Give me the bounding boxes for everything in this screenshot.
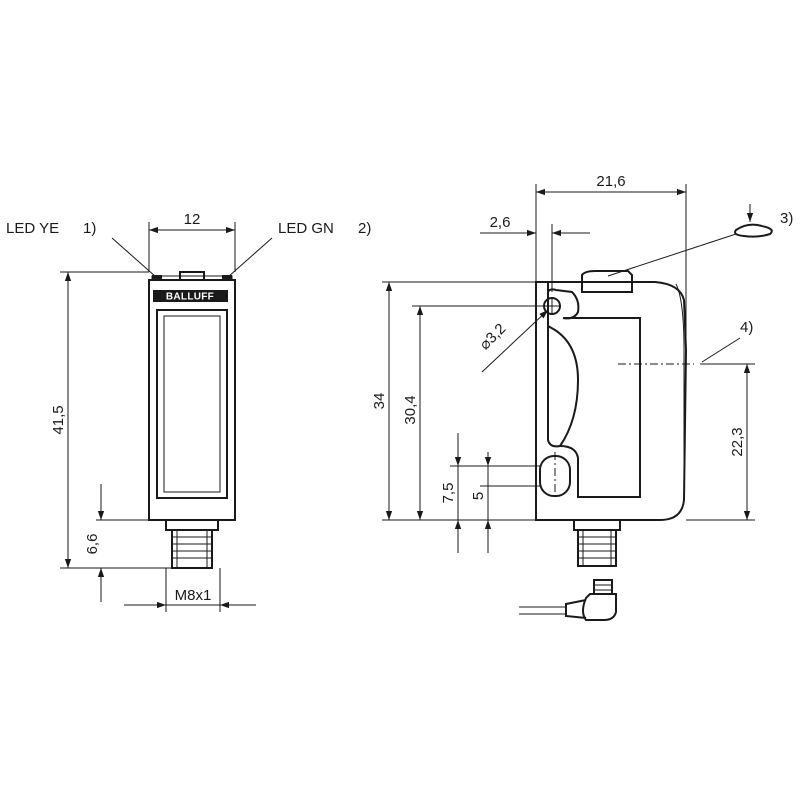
side-led-button bbox=[581, 270, 633, 293]
dim-side-height-label: 34 bbox=[371, 393, 388, 410]
dim-slot-height-label: 7,5 bbox=[440, 483, 457, 504]
dim-axis-height-label: 22,3 bbox=[729, 427, 746, 456]
side-housing-rim bbox=[675, 283, 685, 500]
brand-logo: BALLUFF bbox=[166, 292, 214, 303]
angled-cable-connector bbox=[519, 579, 617, 621]
dim-front-width-label: 12 bbox=[184, 211, 201, 228]
side-pocket-edge bbox=[547, 282, 580, 448]
thread-label: M8x1 bbox=[175, 587, 212, 604]
note-4-label: 4) bbox=[740, 319, 753, 336]
led-ye-marker bbox=[152, 275, 162, 279]
side-housing bbox=[535, 281, 688, 521]
led-ye-leader bbox=[111, 237, 157, 278]
note-3-leader bbox=[607, 233, 737, 277]
note-3-button-symbol bbox=[734, 223, 773, 238]
front-connector-neck bbox=[165, 519, 219, 531]
front-window-outer bbox=[156, 309, 228, 499]
front-led-button bbox=[179, 271, 205, 281]
side-connector-thread bbox=[577, 529, 617, 567]
led-ye-note: 1) bbox=[83, 220, 96, 237]
led-gn-note: 2) bbox=[358, 220, 371, 237]
front-view: BALLUFF 12 LED YE 1) LED GN 2) bbox=[6, 211, 371, 612]
side-view: 21,6 2,6 ⌀3,2 34 30,4 7,5 5 22 bbox=[371, 173, 793, 621]
led-gn-marker bbox=[222, 275, 232, 279]
side-hole-boss bbox=[547, 288, 580, 326]
dim-side-width-label: 21,6 bbox=[596, 173, 625, 190]
dim-hole-height-label: 30,4 bbox=[402, 395, 419, 424]
led-gn-leader bbox=[227, 237, 273, 278]
dim-hole-offset-label: 2,6 bbox=[490, 214, 511, 231]
brand-plate bbox=[153, 290, 228, 302]
note-4-leader bbox=[701, 337, 741, 363]
front-connector-thread bbox=[171, 529, 213, 569]
dim-connector-height-label: 6,6 bbox=[84, 534, 101, 555]
dim-hole-diameter-leader bbox=[481, 309, 549, 373]
note-3-label: 3) bbox=[780, 210, 793, 227]
dim-front-height-label: 41,5 bbox=[50, 405, 67, 434]
led-ye-label: LED YE bbox=[6, 220, 59, 237]
dim-slot-inner-label: 5 bbox=[470, 492, 487, 500]
side-window bbox=[559, 317, 641, 498]
front-window-inner bbox=[163, 315, 221, 493]
side-connector-neck bbox=[573, 519, 621, 531]
dim-hole-diameter-label: ⌀3,2 bbox=[476, 320, 509, 353]
led-gn-label: LED GN bbox=[278, 220, 334, 237]
